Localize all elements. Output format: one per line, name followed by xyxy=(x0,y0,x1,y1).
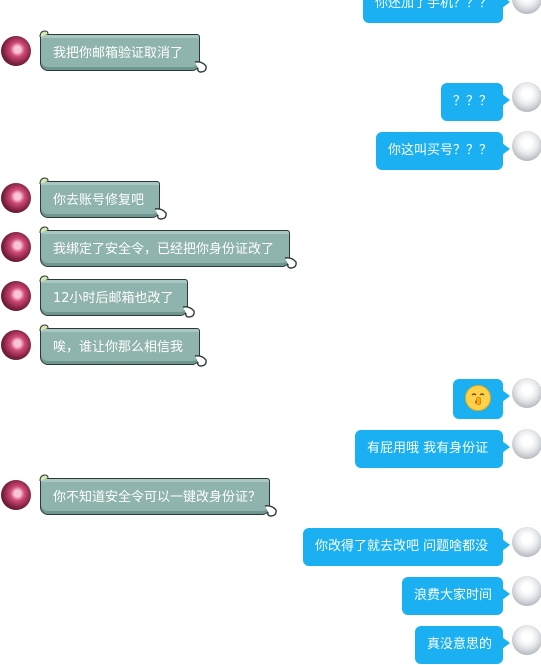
self-avatar[interactable] xyxy=(512,576,541,606)
self-avatar[interactable] xyxy=(512,82,541,112)
message-text: 有屁用哦 我有身份证 xyxy=(367,441,489,456)
scroll-curl-icon xyxy=(39,275,49,283)
message-bubble[interactable]: 你去账号修复吧 xyxy=(39,177,167,220)
self-avatar[interactable] xyxy=(512,625,541,655)
message-bubble[interactable]: 12小时后邮箱也改了 xyxy=(39,275,195,318)
message-bubble[interactable]: 我绑定了安全令，已经把你身份证改了 xyxy=(39,226,297,269)
scroll-curl-icon xyxy=(194,61,207,73)
message-text: 真没意思的 xyxy=(427,637,493,652)
message-bubble[interactable]: 你还加了手机？？？ xyxy=(363,0,510,23)
message-text: 你这叫买号？？？ xyxy=(388,143,493,158)
message-text: 浪费大家时间 xyxy=(414,588,493,603)
message-bubble[interactable]: 唉，谁让你那么相信我 xyxy=(39,324,207,367)
contact-avatar[interactable] xyxy=(1,480,31,510)
self-avatar[interactable] xyxy=(512,0,541,14)
message-bubble[interactable]: ？？？ xyxy=(441,83,510,121)
scroll-curl-icon xyxy=(264,505,277,517)
message-bubble[interactable]: 真没意思的 xyxy=(415,626,510,664)
message-bubble[interactable]: 你不知道安全令可以一键改身份证？ xyxy=(39,474,277,517)
self-avatar[interactable] xyxy=(512,378,541,408)
self-avatar[interactable] xyxy=(512,527,541,557)
self-avatar[interactable] xyxy=(512,429,541,459)
message-bubble[interactable] xyxy=(453,379,510,419)
message-bubble[interactable]: 你这叫买号？？？ xyxy=(376,132,510,170)
message-text: 你还加了手机？？？ xyxy=(375,0,493,11)
message-bubble[interactable]: 有屁用哦 我有身份证 xyxy=(355,430,510,468)
contact-avatar[interactable] xyxy=(1,183,31,213)
message-text: 我绑定了安全令，已经把你身份证改了 xyxy=(53,242,275,257)
scroll-curl-icon xyxy=(284,257,297,269)
scroll-curl-icon xyxy=(154,208,167,220)
contact-avatar[interactable] xyxy=(1,281,31,311)
self-avatar[interactable] xyxy=(512,131,541,161)
scroll-curl-icon xyxy=(39,324,49,332)
scroll-curl-icon xyxy=(39,177,49,185)
message-bubble[interactable]: 浪费大家时间 xyxy=(402,577,510,615)
message-bubble[interactable]: 你改得了就去改吧 问题啥都没 xyxy=(303,528,510,566)
contact-avatar[interactable] xyxy=(1,330,31,360)
shush-face-emoji-icon xyxy=(465,385,491,411)
scroll-curl-icon xyxy=(39,474,49,482)
message-bubble[interactable]: 我把你邮箱验证取消了 xyxy=(39,30,207,73)
scroll-curl-icon xyxy=(194,355,207,367)
message-text: 你去账号修复吧 xyxy=(53,193,145,208)
message-text: 12小时后邮箱也改了 xyxy=(53,291,174,306)
message-text: 你改得了就去改吧 问题啥都没 xyxy=(315,539,489,554)
message-text: ？？？ xyxy=(453,94,493,109)
message-text: 唉，谁让你那么相信我 xyxy=(53,340,184,355)
contact-avatar[interactable] xyxy=(1,232,31,262)
message-text: 我把你邮箱验证取消了 xyxy=(53,46,184,61)
scroll-curl-icon xyxy=(39,30,49,38)
scroll-curl-icon xyxy=(39,226,49,234)
message-text: 你不知道安全令可以一键改身份证？ xyxy=(53,490,262,505)
scroll-curl-icon xyxy=(182,306,195,318)
contact-avatar[interactable] xyxy=(1,36,31,66)
